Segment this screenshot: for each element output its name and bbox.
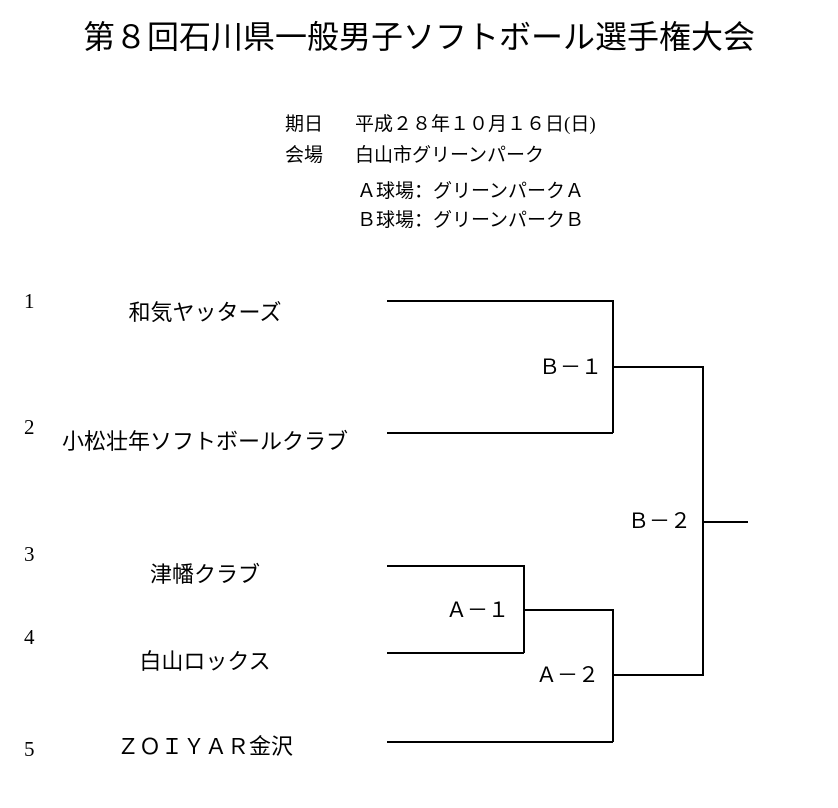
seed-number-2: 2	[24, 415, 35, 439]
venue-label: 会場	[285, 145, 324, 166]
seed-number-1: 1	[24, 289, 35, 313]
match-label-a2: Ａ－２	[536, 663, 599, 687]
bracket-line-a1-winner	[523, 609, 613, 611]
bracket-line-champion	[702, 521, 748, 523]
team-name-4: 白山ロックス	[139, 649, 271, 674]
field-b-label: Ｂ球場：グリーンパークＢ	[357, 210, 585, 231]
date-label: 期日	[285, 114, 324, 135]
bracket-connector-a2	[612, 609, 614, 742]
match-label-b1: Ｂ－１	[539, 355, 602, 379]
team-name-5: ＺＯＩＹＡＲ金沢	[116, 734, 293, 759]
bracket-line-a2-winner	[612, 674, 703, 676]
team-name-3: 津幡クラブ	[149, 562, 260, 587]
bracket-line-team-2	[387, 432, 613, 434]
date-value: 平成２８年１０月１６日(日)	[355, 114, 596, 135]
team-name-1: 和気ヤッターズ	[128, 300, 282, 325]
bracket-line-team-5	[387, 741, 613, 743]
team-name-2: 小松壮年ソフトボールクラブ	[61, 429, 348, 454]
match-label-b2: Ｂ－２	[628, 509, 691, 533]
bracket-line-team-1	[387, 300, 613, 302]
bracket-line-team-4	[387, 652, 524, 654]
page-title: 第８回石川県一般男子ソフトボール選手権大会	[82, 19, 755, 55]
seed-number-3: 3	[24, 542, 35, 566]
seed-number-5: 5	[24, 737, 35, 761]
venue-value: 白山市グリーンパーク	[355, 145, 545, 166]
bracket-line-team-3	[387, 565, 524, 567]
match-label-a1: Ａ－１	[446, 598, 509, 622]
seed-number-4: 4	[24, 625, 35, 649]
field-a-label: Ａ球場：グリーンパークＡ	[357, 181, 585, 202]
bracket-line-b1-winner	[612, 366, 703, 368]
